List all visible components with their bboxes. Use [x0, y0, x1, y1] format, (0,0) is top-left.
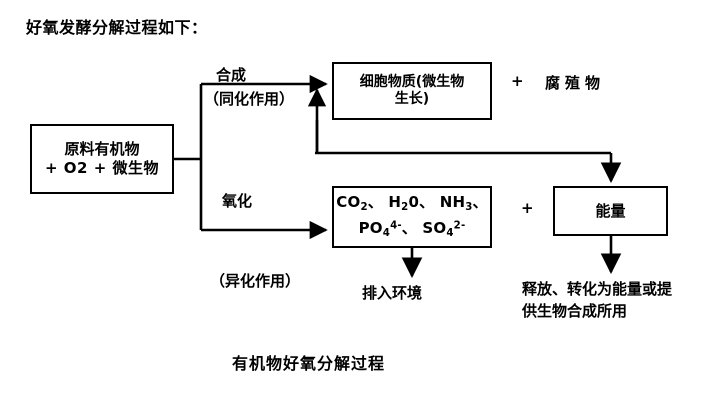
- box-products-line2: PO44-、 SO42-: [359, 219, 466, 241]
- box-cell-material: 细胞物质(微生物 生长): [332, 62, 492, 120]
- formula-po: PO: [358, 219, 383, 238]
- formula-nh: 0、 NH: [408, 192, 466, 211]
- box-feedstock-line2: + O2 + 微生物: [45, 159, 159, 177]
- formula-so-sub: 4: [446, 228, 454, 240]
- formula-h: 、 H: [367, 192, 402, 211]
- label-discharge-to-environment: 排入环境: [362, 284, 423, 302]
- label-energy-utilization: 释放、转化为能量或提供生物合成所用: [522, 280, 673, 320]
- box-cell-line2: 生长): [394, 91, 430, 107]
- formula-h-sub: 2: [401, 201, 409, 213]
- formula-so: 、 SO: [401, 219, 447, 238]
- diagram-heading: 好氧发酵分解过程如下：: [26, 18, 208, 37]
- label-plus-energy: +: [521, 199, 534, 217]
- box-products-line1: CO2、 H20、 NH3、: [336, 193, 487, 215]
- formula-so-sup: 2-: [453, 221, 466, 233]
- box-feedstock: 原料有机物 + O2 + 微生物: [30, 124, 174, 194]
- box-energy-label: 能量: [595, 201, 626, 220]
- formula-sep1: 、: [472, 192, 488, 211]
- box-energy: 能量: [553, 186, 668, 236]
- formula-po-sup: 4-: [390, 221, 402, 233]
- label-synthesis: 合成: [216, 66, 247, 84]
- label-catabolism: （异化作用）: [210, 272, 301, 290]
- label-humus: 腐殖物: [545, 74, 606, 92]
- box-cell-line1: 细胞物质(微生物: [359, 73, 465, 90]
- box-mineral-products: CO2、 H20、 NH3、 PO44-、 SO42-: [332, 186, 492, 248]
- box-feedstock-line1: 原料有机物: [64, 140, 140, 159]
- label-anabolism: （同化作用）: [204, 90, 295, 108]
- formula-co: CO: [336, 192, 361, 211]
- formula-co-sub: 2: [360, 201, 368, 213]
- label-plus-humus: +: [511, 72, 524, 90]
- formula-po-sub: 4: [382, 228, 391, 240]
- formula-nh-sub: 3: [465, 201, 473, 213]
- diagram-caption: 有机物好氧分解过程: [232, 354, 386, 373]
- label-oxidation: 氧化: [222, 192, 253, 210]
